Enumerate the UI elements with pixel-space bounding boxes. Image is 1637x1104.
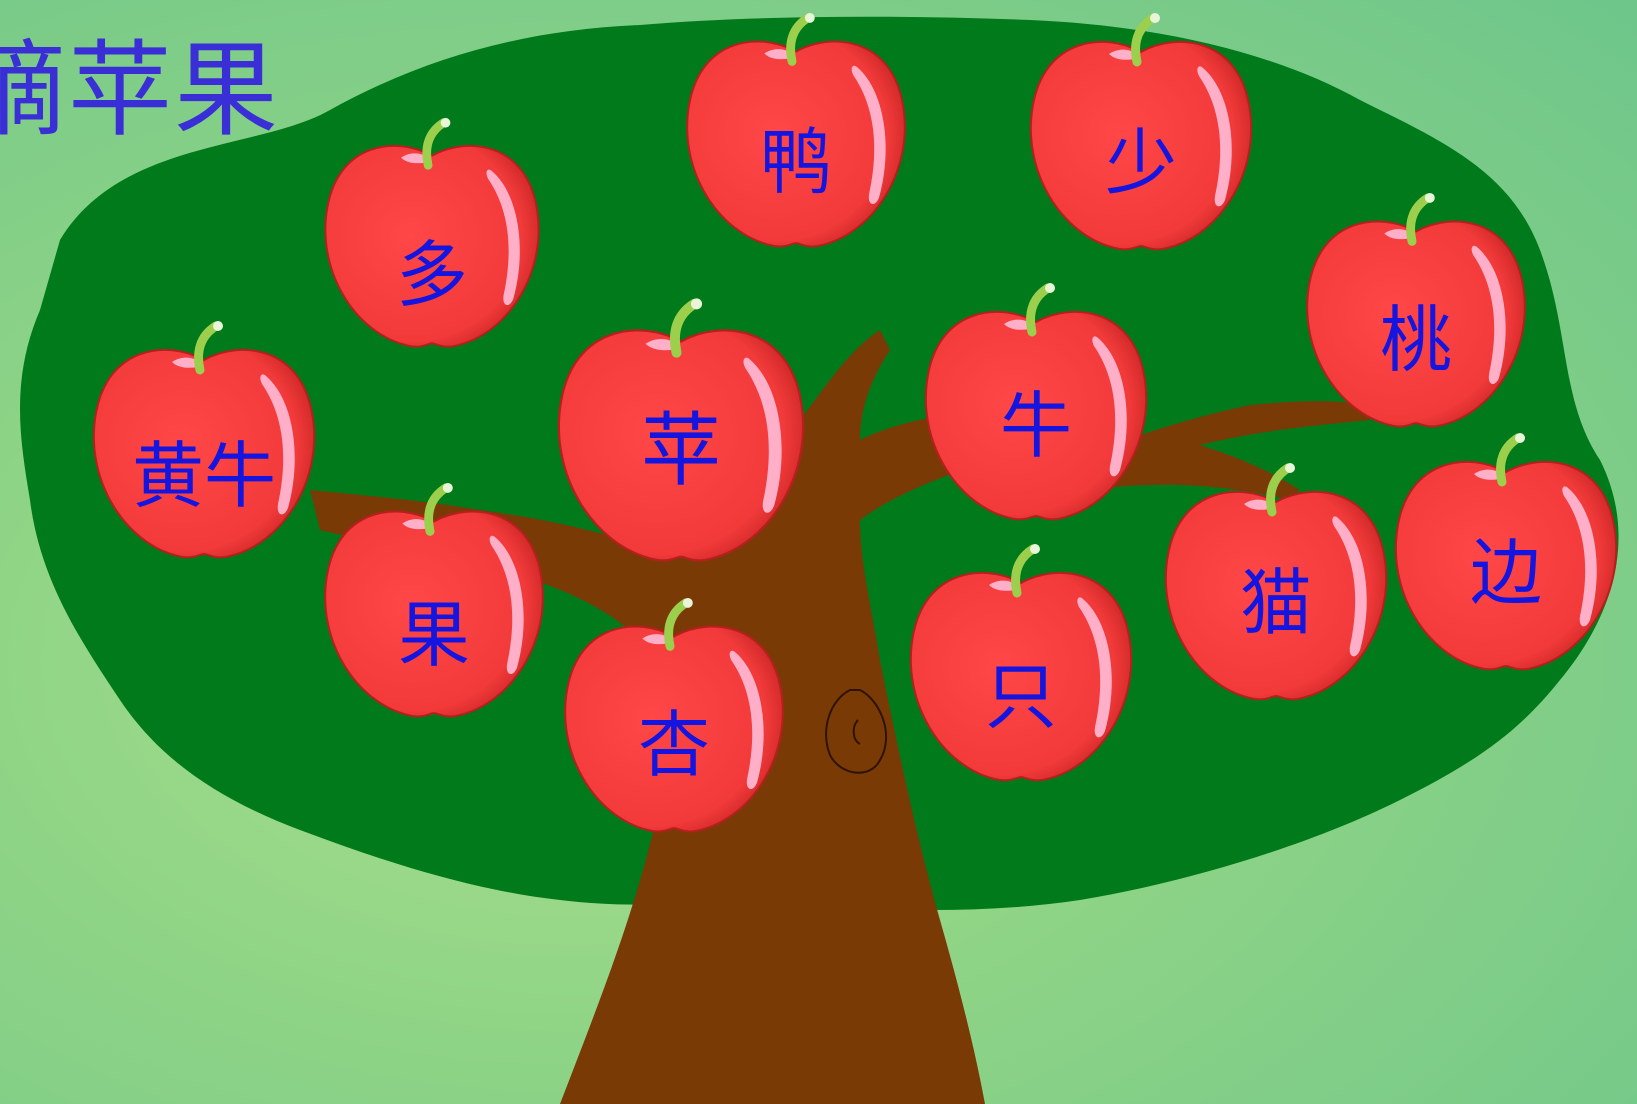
apple-shape [557, 298, 805, 562]
apple-shape [1394, 433, 1618, 671]
apple-7[interactable]: 牛 [920, 280, 1152, 528]
apple-character: 黄牛 [131, 434, 276, 519]
apple-shape [686, 12, 906, 248]
tree-knot [825, 689, 888, 774]
apple-shape [324, 482, 544, 718]
apple-shape [324, 117, 540, 348]
apple-shape [92, 321, 316, 559]
apple-character: 多 [395, 232, 468, 317]
apple-12[interactable]: 边 [1390, 430, 1622, 678]
tree-branch-right [1050, 401, 1370, 500]
apple-shape [1029, 13, 1253, 251]
apple-character: 杏 [637, 702, 710, 787]
apple-shape [909, 544, 1133, 782]
apple-character: 猫 [1239, 561, 1312, 646]
apple-3[interactable]: 少 [1025, 10, 1257, 258]
apple-6[interactable]: 苹 [535, 295, 827, 570]
apple-4[interactable]: 桃 [1300, 190, 1532, 435]
apple-character: 牛 [999, 383, 1072, 468]
apple-character: 边 [1469, 531, 1542, 616]
apple-character: 鸭 [759, 120, 832, 205]
apple-character: 苹 [641, 403, 721, 497]
apple-shape [564, 597, 784, 833]
apple-8[interactable]: 果 [318, 480, 550, 725]
apple-1[interactable]: 多 [318, 115, 546, 355]
apple-5[interactable]: 黄牛 [88, 318, 320, 566]
apple-character: 桃 [1379, 297, 1452, 382]
apple-2[interactable]: 鸭 [680, 10, 912, 255]
apple-shape [1164, 463, 1388, 701]
apple-shape [924, 283, 1148, 521]
apple-character: 果 [397, 592, 470, 677]
apple-character: 只 [984, 654, 1057, 739]
apple-shape [1306, 192, 1526, 428]
apple-10[interactable]: 只 [905, 540, 1137, 790]
page-title: 摘苹果 [0, 29, 281, 151]
apple-9[interactable]: 杏 [558, 595, 790, 840]
apple-character: 少 [1104, 121, 1177, 206]
apple-11[interactable]: 猫 [1160, 460, 1392, 708]
